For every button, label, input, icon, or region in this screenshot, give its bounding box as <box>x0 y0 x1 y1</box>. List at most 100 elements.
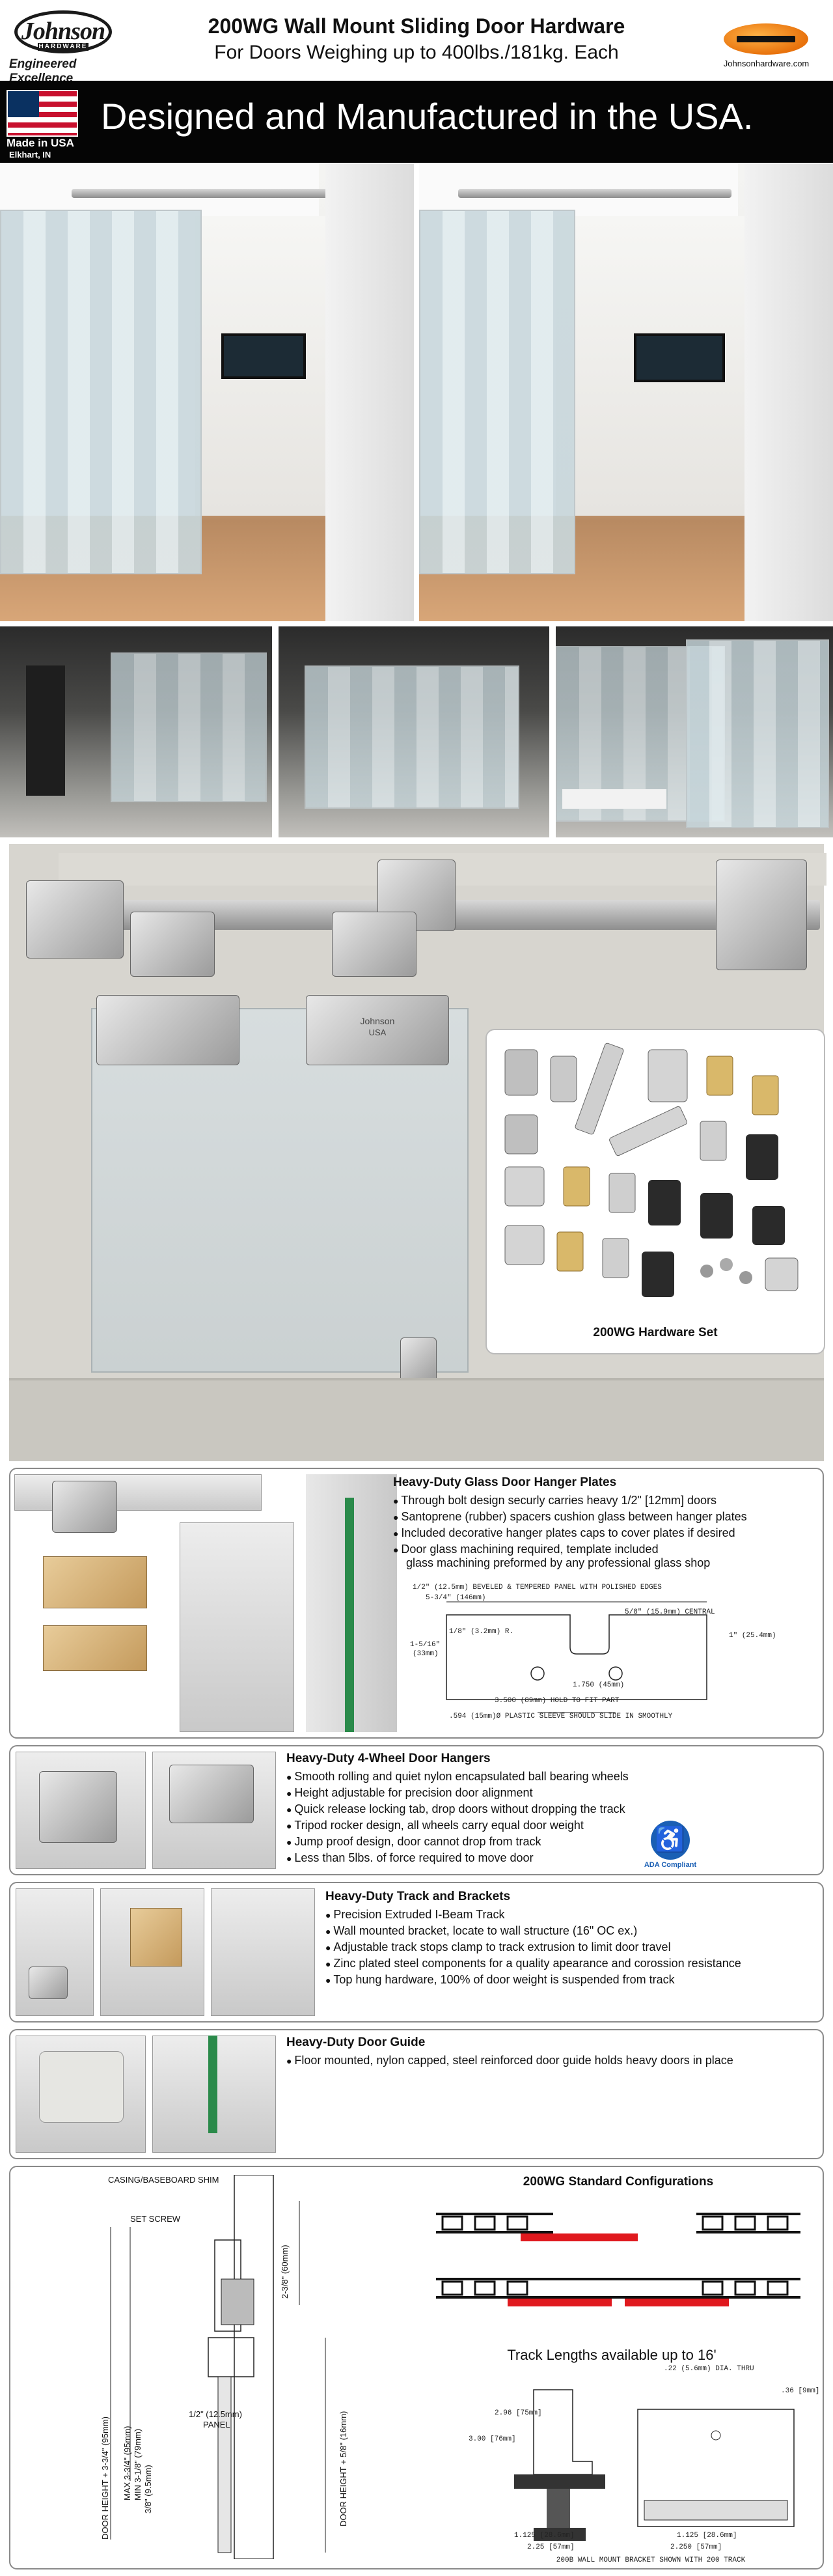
track-logo-icon <box>737 36 795 42</box>
feature-2-bullet: Quick release locking tab, drop doors wi… <box>286 1801 742 1817</box>
dim-inch: 1" (25.4mm) <box>729 1632 776 1640</box>
photo-door-closed <box>0 164 414 621</box>
page-title: 200WG Wall Mount Sliding Door Hardware <box>208 14 625 38</box>
panel-label: PANEL <box>203 2420 230 2429</box>
bracket-296: 2.96 [75mm] <box>495 2409 542 2417</box>
single-door-config <box>436 2213 800 2241</box>
feature-4-title: Heavy-Duty Door Guide <box>286 2036 426 2049</box>
feature-1-title: Heavy-Duty Glass Door Hanger Plates <box>393 1476 617 1489</box>
config-diagrams <box>436 2213 800 2306</box>
feature-2-bullet: Less than 5lbs. of force required to mov… <box>286 1850 742 1866</box>
wheelchair-icon: ♿ <box>651 1821 690 1860</box>
door-guide-part <box>400 1337 437 1383</box>
page-header <box>0 0 833 78</box>
bracket-drawing <box>514 2389 795 2541</box>
feature-2-bullet: Jump proof design, door cannot drop from… <box>286 1834 742 1850</box>
hanger-left <box>130 912 215 977</box>
double-door-config <box>436 2278 800 2306</box>
section-drawing <box>110 2175 326 2559</box>
bracket-1125a: 1.125 [28.6mm] <box>514 2532 575 2540</box>
dim-height-mm: (33mm) <box>413 1650 439 1658</box>
feature-2-bullet: Height adjustable for precision door ali… <box>286 1785 742 1801</box>
dim-radius: 1/8" (3.2mm) R. <box>449 1628 514 1636</box>
feature-3-bullet: Top hung hardware, 100% of door weight i… <box>325 1972 820 1988</box>
plate-left <box>96 995 239 1065</box>
feature-2-list: Smooth rolling and quiet nylon encapsula… <box>286 1769 742 1866</box>
roller-thumb <box>52 1481 117 1533</box>
feature-4-bullet: Floor mounted, nylon capped, steel reinf… <box>286 2052 820 2069</box>
dim-panel: 1/2" (12.5mm) BEVELED & TEMPERED PANEL W… <box>413 1584 662 1591</box>
track-end-thumb <box>211 1888 315 2016</box>
dim-hole-spacing: 1.750 (45mm) <box>573 1681 625 1689</box>
hardware-set-caption: 200WG Hardware Set <box>593 1326 718 1339</box>
display-glass-door <box>91 1008 469 1373</box>
guide-part <box>39 2051 124 2123</box>
panel-dim: 1/2" (12.5mm) <box>189 2409 242 2419</box>
track-stop-part <box>29 1967 68 1999</box>
feature-1-bullet: Included decorative hanger plates caps t… <box>393 1525 823 1541</box>
feature-3-bullet: Zinc plated steel components for a quali… <box>325 1955 820 1972</box>
feature-2-bullet: Smooth rolling and quiet nylon encapsula… <box>286 1769 742 1785</box>
plate-template-thumb <box>180 1522 294 1732</box>
page-subtitle: For Doors Weighing up to 400lbs./181kg. … <box>214 42 619 63</box>
track-thumb <box>14 1474 262 1511</box>
wood-plate-thumb <box>43 1556 147 1608</box>
bracket-part <box>130 1908 182 1967</box>
bracket-225b: 2.250 [57mm] <box>670 2543 722 2551</box>
hanger-right <box>332 912 416 977</box>
dim-max: MAX 3-3/4" (95mm) <box>122 2426 132 2500</box>
johnson-logo <box>14 10 112 53</box>
configs-title: 200WG Standard Configurations <box>523 2175 714 2189</box>
bracket-right <box>716 860 807 970</box>
bracket-36: .36 [9mm] <box>781 2387 820 2395</box>
wood-plate-thumb-2 <box>43 1625 147 1671</box>
hanger-part-2 <box>169 1765 254 1823</box>
photo-office-2 <box>279 626 549 837</box>
dim-sleeve: .594 (15mm)Ø PLASTIC SLEEVE SHOULD SLIDE… <box>449 1713 673 1720</box>
bracket-left <box>26 880 124 959</box>
bracket-thru: .22 (5.6mm) DIA. THRU <box>664 2365 754 2373</box>
dim-height: 1-5/16" <box>410 1641 441 1649</box>
feature-1-list: Through bolt design securly carries heav… <box>393 1492 823 1558</box>
display-base <box>9 1378 824 1461</box>
dim-hold: 3.500 (89mm) HOLD TO FIT PART <box>495 1697 620 1705</box>
dim-floor: 3/8" (9.5mm) <box>143 2465 153 2513</box>
feature-1-bullet: Through bolt design securly carries heav… <box>393 1492 823 1509</box>
feature-3-title: Heavy-Duty Track and Brackets <box>325 1890 511 1903</box>
feature-1-continuation: glass machining preformed by any profess… <box>406 1556 711 1569</box>
track-length-note: Track Lengths available up to 16' <box>507 2347 717 2363</box>
photo-office-3 <box>556 626 833 837</box>
guide-glass-edge <box>208 2036 217 2133</box>
dim-min: MIN 3-1/8" (79mm) <box>133 2428 143 2500</box>
location-label: Elkhart, IN <box>9 150 51 160</box>
plate-dimension-drawing <box>446 1601 707 1713</box>
plate-right <box>306 995 449 1065</box>
logo-name: Johnson <box>21 18 105 45</box>
banner-text: Designed and Manufactured in the USA. <box>101 96 754 137</box>
feature-1-bullet: Santoprene (rubber) spacers cushion glas… <box>393 1509 823 1525</box>
made-in-label: Made in USA <box>7 137 74 149</box>
plate-brand: Johnson <box>360 1016 395 1026</box>
feature-3-list: Precision Extruded I-Beam Track Wall mou… <box>325 1907 820 1988</box>
glass-edge-green <box>345 1498 354 1732</box>
set-screw-label: SET SCREW <box>130 2214 181 2224</box>
logo-sub: HARDWARE <box>38 43 89 51</box>
feature-3-bullet: Wall mounted bracket, locate to wall str… <box>325 1923 820 1939</box>
feature-2-title: Heavy-Duty 4-Wheel Door Hangers <box>286 1752 491 1765</box>
photo-door-open <box>419 164 833 621</box>
flag-canton <box>8 91 39 117</box>
photo-office-1 <box>0 626 272 837</box>
bracket-300: 3.00 [76mm] <box>469 2435 516 2443</box>
site-url: Johnsonhardware.com <box>723 59 810 68</box>
feature-4-list: Floor mounted, nylon capped, steel reinf… <box>286 2052 820 2069</box>
hardware-parts-icon <box>504 1043 799 1297</box>
feature-3-bullet: Precision Extruded I-Beam Track <box>325 1907 820 1923</box>
plate-origin: USA <box>368 1028 387 1037</box>
feature-3-bullet: Adjustable track stops clamp to track ex… <box>325 1939 820 1955</box>
dim-right: DOOR HEIGHT + 5/8" (16mm) <box>338 2411 348 2527</box>
dim-width: 5-3/4" (146mm) <box>426 1594 486 1602</box>
usa-banner <box>0 81 833 163</box>
bracket-1125b: 1.125 [28.6mm] <box>677 2532 737 2540</box>
ada-badge: ADA Compliant <box>644 1861 697 1869</box>
dim-top: 2-3/8" (60mm) <box>280 2245 290 2299</box>
